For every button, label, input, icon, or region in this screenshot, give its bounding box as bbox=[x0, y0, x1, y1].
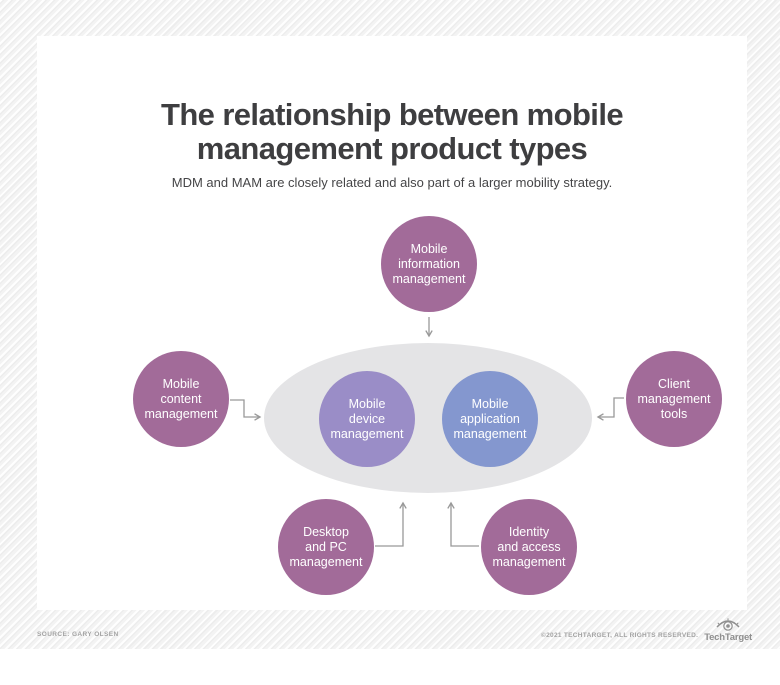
eye-icon bbox=[716, 618, 740, 631]
connector-client-to-hub bbox=[596, 397, 624, 421]
node-client-management-tools: Client management tools bbox=[626, 351, 722, 447]
connector-content-to-hub bbox=[230, 399, 262, 421]
node-label: Desktop and PC management bbox=[289, 524, 363, 569]
connector-desktop-to-hub bbox=[375, 501, 407, 547]
node-mobile-device-management: Mobile device management bbox=[319, 371, 415, 467]
node-label: Client management tools bbox=[637, 376, 711, 421]
page-title: The relationship between mobile manageme… bbox=[161, 97, 624, 166]
footer-copyright: ©2021 TECHTARGET, ALL RIGHTS RESERVED. bbox=[541, 632, 699, 639]
node-label: Mobile application management bbox=[453, 396, 527, 441]
hub-ellipse bbox=[264, 343, 592, 493]
node-mobile-application-management: Mobile application management bbox=[442, 371, 538, 467]
techtarget-logo: TechTarget bbox=[704, 617, 752, 643]
node-label: Mobile device management bbox=[330, 396, 404, 441]
node-label: Identity and access management bbox=[492, 524, 566, 569]
node-mobile-information-management: Mobile information management bbox=[381, 216, 477, 312]
infographic-card: The relationship between mobile manageme… bbox=[37, 36, 747, 610]
footer-right: ©2021 TECHTARGET, ALL RIGHTS RESERVED. T… bbox=[541, 617, 752, 643]
striped-background: The relationship between mobile manageme… bbox=[0, 0, 780, 649]
node-identity-and-access-management: Identity and access management bbox=[481, 499, 577, 595]
page-subtitle: MDM and MAM are closely related and also… bbox=[171, 175, 613, 190]
connector-identity-to-hub bbox=[447, 501, 479, 547]
brand-wordmark: TechTarget bbox=[704, 632, 752, 643]
node-label: Mobile content management bbox=[144, 376, 218, 421]
footer-source: SOURCE: GARY OLSEN bbox=[37, 631, 119, 638]
node-label: Mobile information management bbox=[392, 241, 466, 286]
node-mobile-content-management: Mobile content management bbox=[133, 351, 229, 447]
node-desktop-and-pc-management: Desktop and PC management bbox=[278, 499, 374, 595]
